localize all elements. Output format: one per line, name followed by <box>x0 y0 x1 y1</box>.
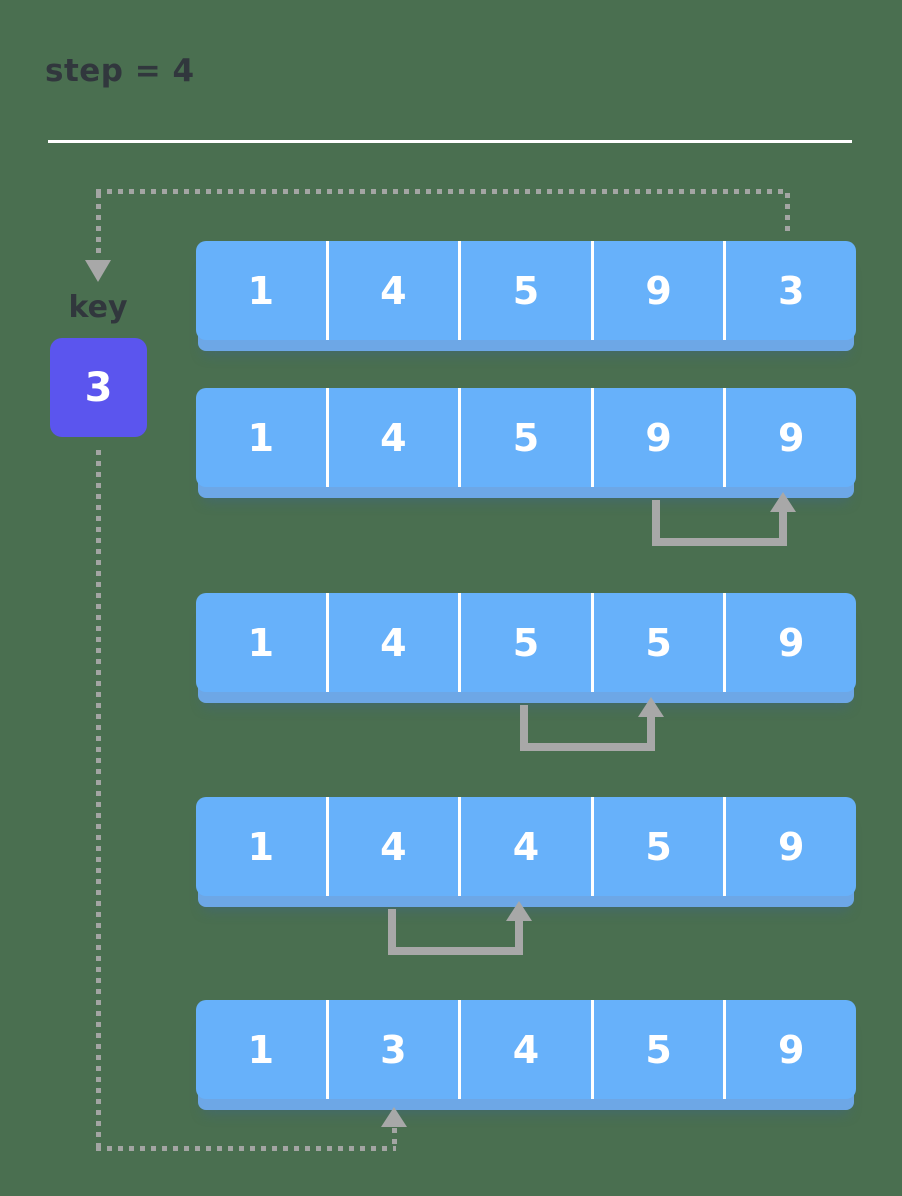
array-cell: 1 <box>196 1000 329 1099</box>
array-row: 1 4 4 5 9 <box>196 797 856 896</box>
arrow-up-icon <box>770 492 796 512</box>
array-cell: 1 <box>196 241 329 340</box>
key-label: key <box>68 290 128 325</box>
array-cell: 5 <box>594 593 727 692</box>
array-cell: 4 <box>461 1000 594 1099</box>
array-cell: 4 <box>329 241 462 340</box>
swap-arrow <box>520 705 655 751</box>
dotted-path-key-down <box>96 450 101 1146</box>
arrow-down-icon <box>85 260 111 282</box>
array-cell: 4 <box>461 797 594 896</box>
array-cell: 3 <box>777 268 805 313</box>
array-cell: 9 <box>594 241 727 340</box>
arrow-up-icon <box>506 901 532 921</box>
array-cell: 4 <box>329 593 462 692</box>
array-cell: 5 <box>461 388 594 487</box>
array-row: 1 4 5 9 3 <box>196 241 856 340</box>
array-cell: 4 <box>329 797 462 896</box>
array-cell: 4 <box>329 388 462 487</box>
dotted-path-to-key <box>96 193 101 257</box>
array-cell: 9 <box>594 388 727 487</box>
array-cell: 5 <box>461 593 594 692</box>
insert-arrow-up-icon <box>381 1107 407 1127</box>
array-cell: 3 <box>329 1000 462 1099</box>
dotted-path-top-horizontal <box>96 189 788 194</box>
swap-arrow <box>388 909 523 955</box>
array-cell: 5 <box>461 241 594 340</box>
array-cell: 1 <box>196 593 329 692</box>
array-cell: 9 <box>777 824 805 869</box>
dotted-path-bottom-horizontal <box>96 1146 396 1151</box>
array-cell: 1 <box>196 797 329 896</box>
array-row: 1 4 5 9 9 <box>196 388 856 487</box>
key-box: 3 <box>50 338 147 437</box>
dotted-path-from-last-cell <box>785 193 790 237</box>
step-title: step = 4 <box>45 53 195 89</box>
array-cell: 9 <box>777 1027 805 1072</box>
array-cell: 9 <box>777 415 805 460</box>
array-row: 1 4 5 5 9 <box>196 593 856 692</box>
swap-arrow <box>652 500 787 546</box>
dotted-path-insert-up <box>392 1128 397 1146</box>
array-cell: 5 <box>594 797 727 896</box>
array-cell: 1 <box>196 388 329 487</box>
arrow-up-icon <box>638 697 664 717</box>
array-cell: 5 <box>594 1000 727 1099</box>
separator-line <box>48 140 852 143</box>
array-row: 1 3 4 5 9 <box>196 1000 856 1099</box>
array-cell: 9 <box>777 620 805 665</box>
